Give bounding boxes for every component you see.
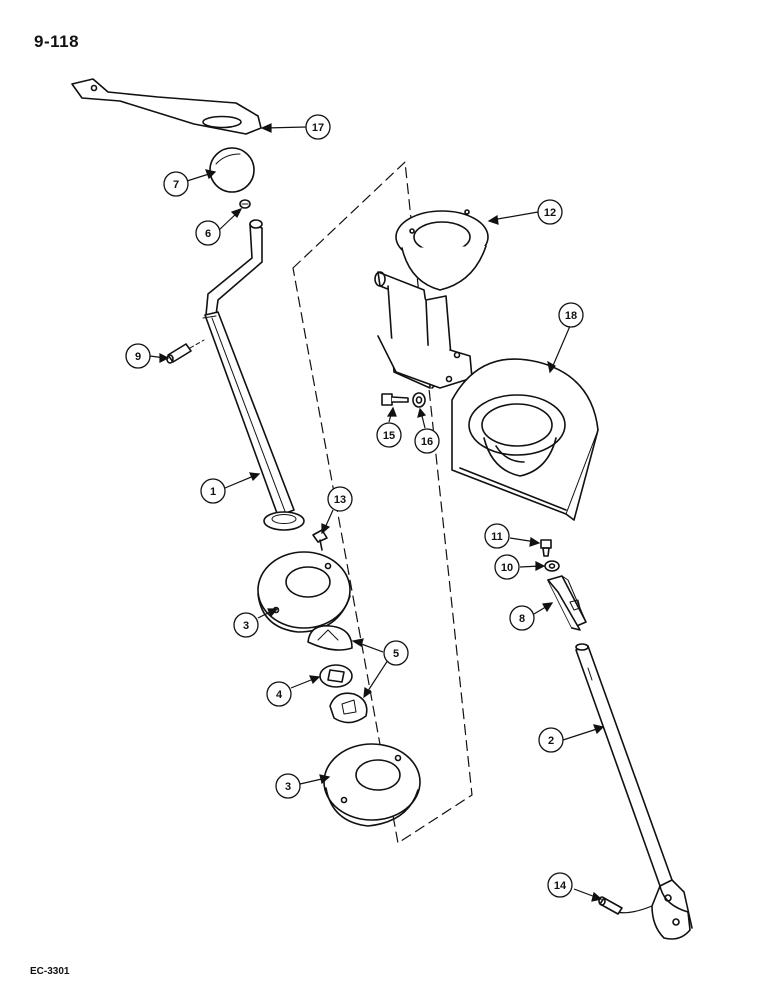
callout-6: 6 (195, 220, 221, 246)
svg-text:4: 4 (276, 689, 283, 701)
callout-10: 10 (494, 554, 520, 580)
svg-text:9: 9 (135, 351, 141, 363)
part-pivot-cup-lower (329, 692, 368, 724)
callout-2: 2 (538, 727, 564, 753)
part-roll-pin-14 (598, 896, 623, 915)
part-knob-ball (209, 147, 255, 193)
callout-7: 7 (163, 171, 189, 197)
part-pivot-cup-upper (307, 625, 353, 651)
callout-13: 13 (327, 486, 353, 512)
svg-text:6: 6 (205, 228, 211, 240)
part-retainer-flange-upper (257, 551, 351, 633)
callout-9: 9 (125, 343, 151, 369)
leader-arrows (149, 123, 605, 902)
svg-text:3: 3 (285, 781, 291, 793)
svg-text:7: 7 (173, 179, 179, 191)
part-support-bracket (374, 209, 489, 389)
svg-text:11: 11 (491, 531, 503, 543)
svg-text:2: 2 (548, 735, 554, 747)
callout-8: 8 (509, 605, 535, 631)
part-lever-plate (71, 78, 262, 135)
part-clip (239, 199, 251, 209)
svg-text:10: 10 (501, 562, 513, 574)
page-number: 9-118 (34, 32, 80, 51)
part-roll-pin (166, 339, 205, 364)
callout-17: 17 (305, 114, 331, 140)
svg-text:3: 3 (243, 620, 249, 632)
svg-text:5: 5 (393, 648, 399, 660)
svg-text:18: 18 (565, 310, 577, 322)
part-bolt-15 (381, 393, 409, 406)
callout-1: 1 (200, 478, 226, 504)
part-console-housing (451, 358, 599, 521)
callout-16: 16 (414, 428, 440, 454)
svg-text:1: 1 (210, 486, 216, 498)
callout-11: 11 (484, 523, 510, 549)
part-bolt-11 (540, 539, 552, 557)
callout-15: 15 (376, 422, 402, 448)
svg-text:13: 13 (334, 494, 346, 506)
svg-text:16: 16 (421, 436, 433, 448)
part-lever-shaft (202, 219, 305, 531)
part-control-rod (575, 643, 693, 940)
callout-4: 4 (266, 681, 292, 707)
part-square-insert (319, 664, 353, 688)
svg-text:17: 17 (312, 122, 324, 134)
callout-14: 14 (547, 872, 573, 898)
part-washer-10 (544, 560, 560, 572)
callout-18: 18 (558, 302, 584, 328)
figure-code: EC-3301 (30, 966, 70, 977)
part-screw-13 (312, 529, 328, 551)
svg-text:15: 15 (383, 430, 395, 442)
svg-text:8: 8 (519, 613, 525, 625)
callout-3-lower: 3 (275, 773, 301, 799)
callout-5: 5 (383, 640, 409, 666)
assembly-boundary-dashed (292, 161, 473, 844)
part-washer-16 (412, 392, 426, 408)
svg-text:12: 12 (544, 207, 556, 219)
part-retainer-flange-lower (323, 743, 421, 827)
callout-3-upper: 3 (233, 612, 259, 638)
svg-text:14: 14 (554, 880, 567, 892)
callout-12: 12 (537, 199, 563, 225)
part-coupling-block (547, 575, 587, 631)
